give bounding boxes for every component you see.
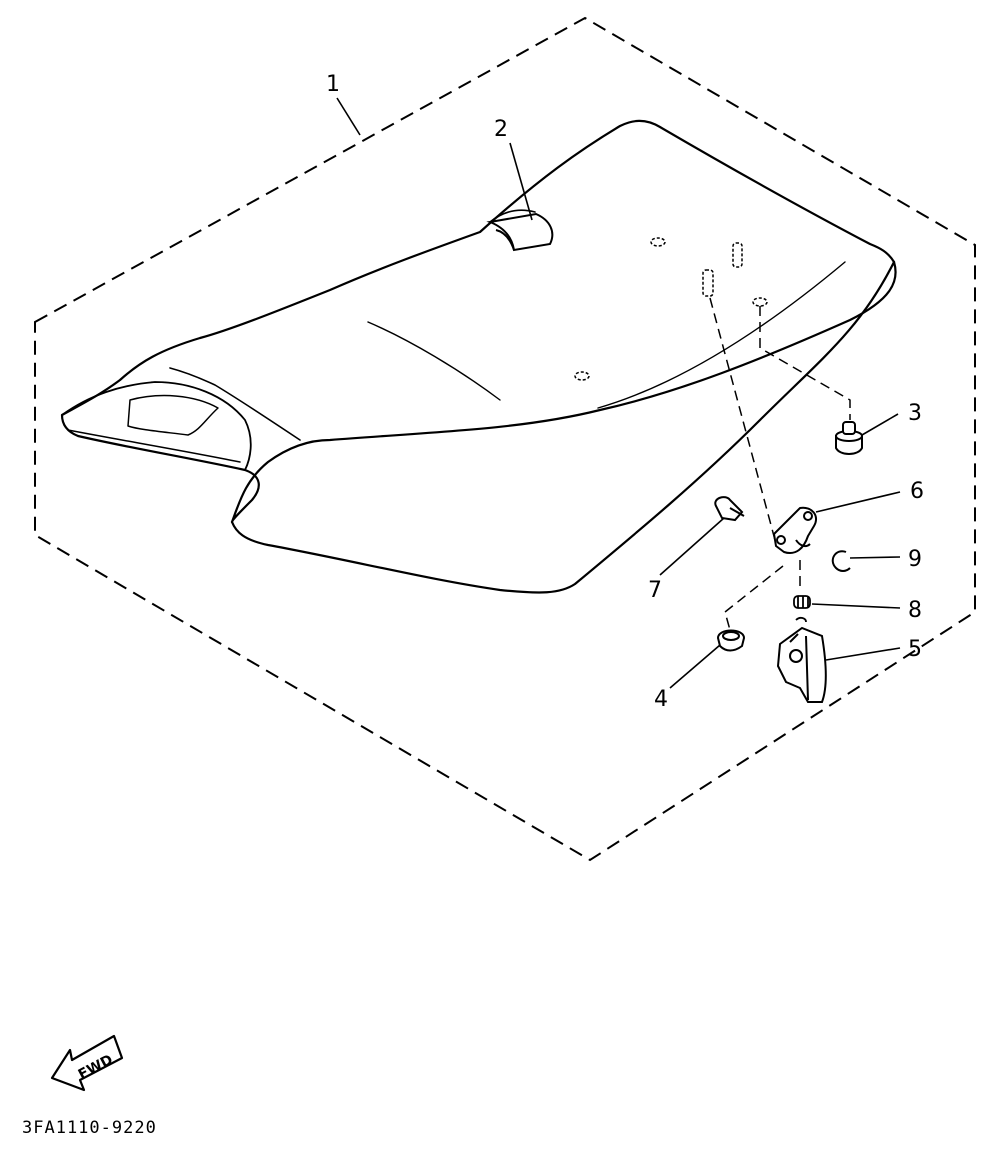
- seat-rear-lip: [67, 429, 241, 463]
- callout-1: 1: [326, 72, 340, 97]
- fwd-arrow: FWD: [50, 1034, 124, 1092]
- part-6-bracket: [772, 506, 818, 554]
- seat-strap-shadow: [489, 209, 536, 223]
- seat-rear-panel: [61, 381, 252, 471]
- seat-center-line: [367, 321, 501, 401]
- callout-8: 8: [908, 598, 922, 623]
- part-4-grommet: [716, 629, 746, 652]
- drawing-code: 3FA1110-9220: [22, 1118, 157, 1138]
- callout-7: 7: [648, 578, 662, 603]
- part-5-lock: [776, 626, 827, 703]
- assembly-lines: [709, 297, 851, 631]
- callout-9: 9: [908, 547, 922, 572]
- seat-strap: [486, 212, 554, 252]
- callout-5: 5: [908, 637, 922, 662]
- callout-4: 4: [654, 687, 668, 712]
- leader-lines: [336, 97, 901, 689]
- part-3-damper: [835, 421, 863, 455]
- callout-2: 2: [494, 117, 508, 142]
- mounting-holes: [574, 237, 768, 381]
- seat-trim-line: [169, 367, 301, 441]
- callout-labels: 1 2 3 4 5 6 7 8 9: [326, 72, 924, 712]
- callout-6: 6: [910, 479, 924, 504]
- fwd-arrow-shape: [50, 1034, 124, 1092]
- seat-rear-inner: [127, 394, 219, 436]
- part-8-spring: [793, 595, 811, 623]
- seat-outline: [60, 119, 897, 524]
- part-7-bolt: [714, 496, 745, 522]
- part-9-clip: [831, 550, 851, 572]
- seat-underside-edge: [230, 260, 896, 594]
- seat-assembly: [60, 119, 897, 594]
- assembly-boundary: [34, 16, 976, 862]
- callout-3: 3: [908, 401, 922, 426]
- seat-front-line: [597, 261, 846, 409]
